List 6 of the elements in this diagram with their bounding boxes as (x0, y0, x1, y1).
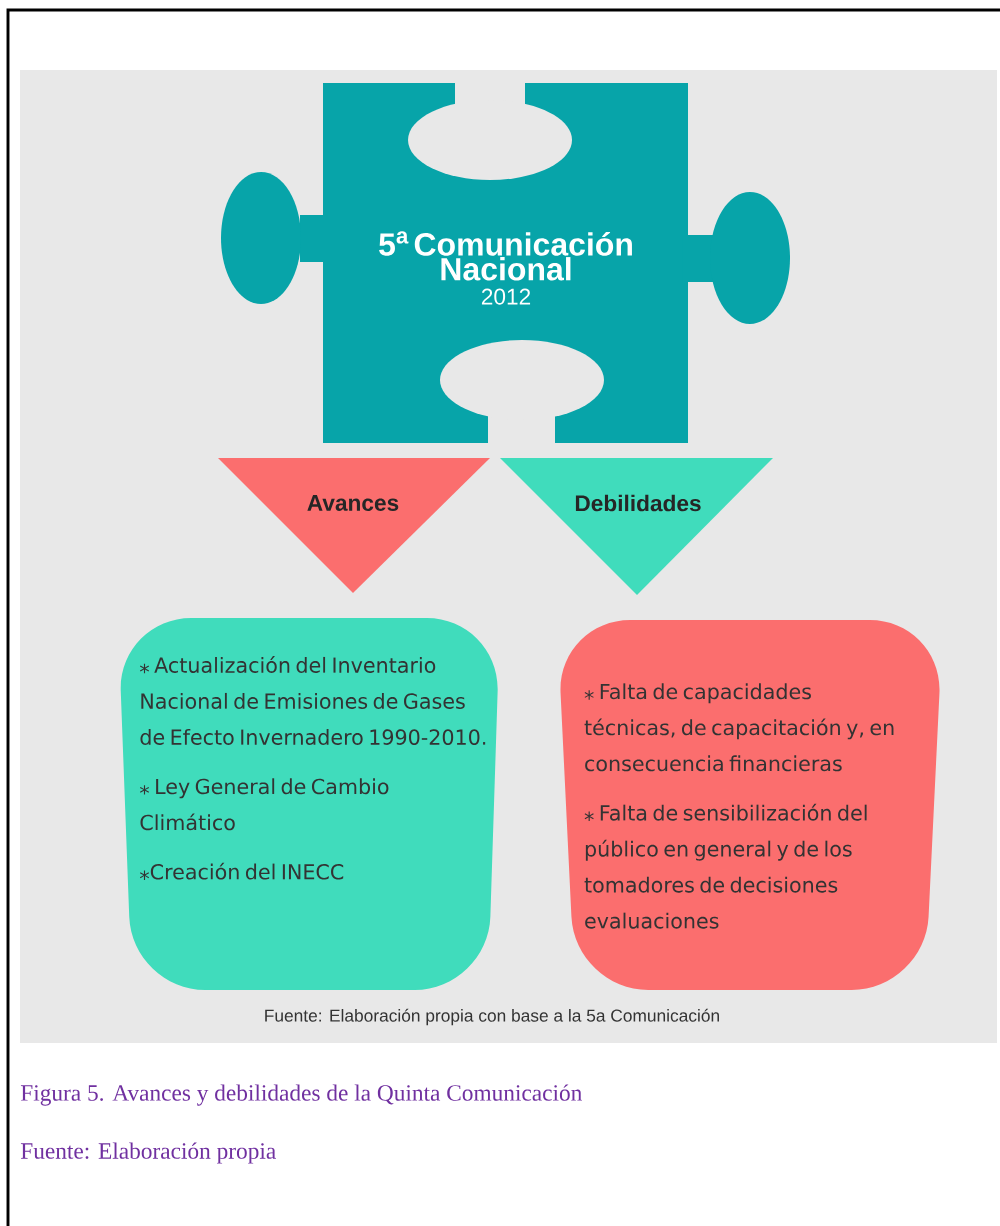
figure-caption: Figura 5. Avances y debilidades de la Quinta Comunicación (20, 1084, 582, 1106)
rounded-card: ⁎ Falta de capacidades técnicas, de capacitación y, en consecuencia financieras ⁎ Falta de sensibilización del público en general y de los tomadores de decisiones evaluaciones (560, 620, 940, 990)
source-note: Fuente: Elaboración propia con base a la 5a Comunicación (265, 1008, 719, 1026)
rounded-card: ⁎ Actualización del Inventario Nacional de Emisiones de Gases de Efecto Invernadero 1990-2010. ⁎ Ley General de Cambio Climático ⁎Creación del INECC (120, 618, 498, 990)
source-note: Fuente: Elaboración propia (20, 1142, 276, 1164)
puzzle-piece: 5$^{a}$ Comunicación Nacional 2012 (221, 80, 790, 446)
